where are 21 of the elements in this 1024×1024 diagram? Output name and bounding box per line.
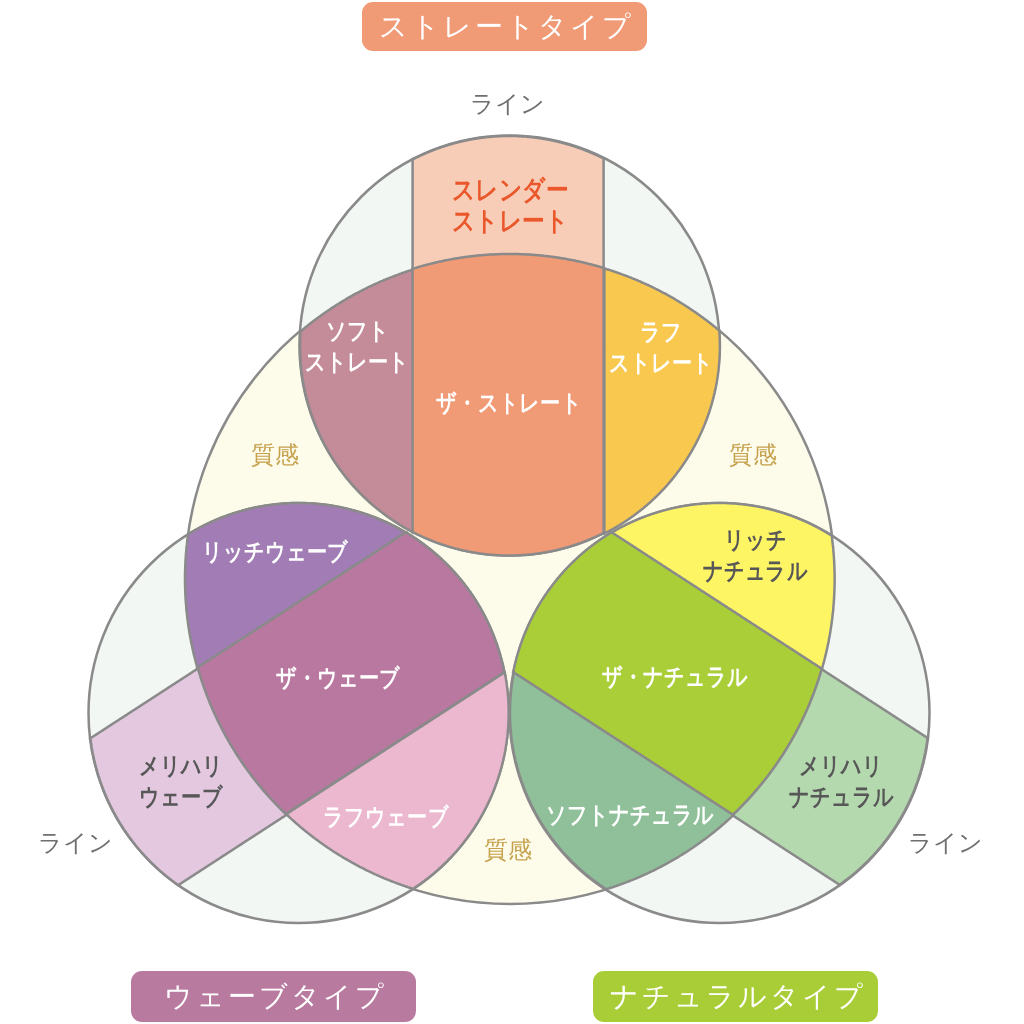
region-label: リッチナチュラル — [702, 525, 808, 587]
type-heading: ウェーブタイプ — [131, 971, 416, 1022]
type-heading: ナチュラルタイプ — [593, 971, 878, 1022]
axis-label: ライン — [907, 828, 983, 858]
region-label: メリハリナチュラル — [788, 751, 894, 813]
region-label: ラフストレート — [608, 317, 714, 379]
region-label: ラフウェーブ — [323, 801, 449, 833]
axis-label: ライン — [469, 89, 545, 119]
axis-label: ライン — [37, 828, 113, 858]
region-label: ザ・ナチュラル — [601, 661, 749, 693]
region-label: ザ・ウェーブ — [275, 662, 401, 694]
region-label: ソフトストレート — [304, 316, 410, 378]
axis-label: 質感 — [729, 440, 777, 470]
region-label: スレンダーストレート — [451, 174, 569, 236]
region-label: リッチウェーブ — [201, 536, 349, 568]
region-label: メリハリウェーブ — [139, 751, 223, 813]
region-label: ザ・ストレート — [436, 387, 582, 419]
axis-label: 質感 — [251, 440, 299, 470]
region-label: ソフトナチュラル — [546, 799, 714, 831]
type-heading: ストレートタイプ — [362, 2, 647, 51]
axis-label: 質感 — [484, 835, 532, 865]
